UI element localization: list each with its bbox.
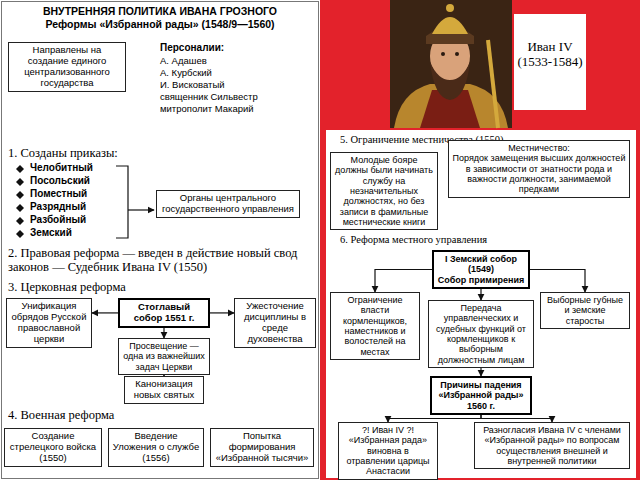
person-name: И. Висковатый: [160, 80, 310, 91]
prikaz-item: Разбойный: [30, 214, 120, 226]
box-text: Собор примирения: [437, 275, 525, 285]
process-box: Направлены на создание единого централиз…: [8, 42, 126, 92]
key-box: I Земский собор (1549)Собор примирения: [432, 250, 530, 289]
box-text: Причины падения «Избранной рады» 1560 г.: [435, 380, 527, 411]
connector-arrow: [163, 328, 164, 338]
box-text: Введение Уложения о службе (1556): [112, 431, 200, 464]
connector-arrow: [481, 415, 552, 422]
box-text: Местничество:: [452, 143, 626, 153]
box-text: Разногласия Ивана IV с членами «Избранно…: [478, 425, 626, 466]
box-text: Иван IV: [517, 40, 583, 55]
section-heading: 1. Созданы приказы:: [8, 146, 208, 160]
process-box: Ограничение власти кормленщиков, наместн…: [330, 292, 420, 360]
portrait: [390, 0, 512, 128]
bullet-diamond: [16, 204, 24, 212]
bullet-diamond: [16, 178, 24, 186]
process-box: Создание стрелецкого войска (1550): [4, 428, 102, 467]
prikaz-item: Разрядный: [30, 201, 120, 213]
process-box: Разногласия Ивана IV с членами «Избранно…: [474, 422, 630, 469]
connector-arrow: [375, 270, 432, 292]
connector-arrow: [210, 312, 234, 313]
box-text: ?! Иван IV ?! «Избранная рада» виновна в…: [342, 425, 434, 477]
bullet-diamond: [16, 230, 24, 238]
connector-arrow: [480, 368, 481, 376]
box-text: Молодые бояре должны были начинать служб…: [334, 155, 434, 227]
box-text: Ограничение власти кормленщиков, наместн…: [334, 295, 416, 357]
process-box: Выборные губные и земские старосты: [540, 292, 630, 329]
box-text: Просвещение — одна из важнейших задач Це…: [122, 341, 206, 372]
left-panel-frame: [2, 2, 319, 479]
process-box: ?! Иван IV ?! «Избранная рада» виновна в…: [338, 422, 438, 480]
key-box: Стоглавый собор 1551 г.: [118, 298, 210, 328]
red-ground: [320, 0, 640, 480]
connector-arrow: [388, 415, 481, 422]
portrait-caption: Иван IV(1533-1584): [514, 14, 586, 110]
prikaz-item: Земский: [30, 227, 120, 239]
box-text: Органы центрального государственного упр…: [160, 193, 296, 215]
personalia-heading: Персоналии:: [160, 42, 310, 54]
prikaz-item: Поместный: [30, 188, 120, 200]
prikaz-item: Посольский: [30, 175, 120, 187]
box-text: Унификация обрядов Русской православной …: [10, 301, 88, 345]
prikazy-bracket: [116, 166, 154, 238]
person-name: священник Сильвестр: [160, 92, 310, 103]
bullet-diamond: [16, 217, 24, 225]
box-text: Стоглавый собор 1551 г.: [123, 302, 205, 324]
box-text: Канонизация новых святых: [128, 379, 200, 401]
process-box: Передача управленческих и судебных функц…: [428, 300, 534, 368]
connector-arrow: [530, 270, 585, 292]
white-panel: [326, 130, 636, 478]
subtitle: Реформы «Избранной рады» (1548/9—1560): [4, 18, 316, 30]
person-name: А. Адашев: [160, 56, 310, 67]
box-text: (1533-1584): [517, 55, 583, 70]
box-text: Выборные губные и земские старосты: [544, 295, 626, 326]
connector-arrow: [480, 289, 481, 300]
connector-arrow: [92, 312, 118, 313]
section-heading: 6. Реформа местного управления: [340, 234, 540, 246]
box-text: I Земский собор (1549): [437, 254, 525, 275]
process-box: Введение Уложения о службе (1556): [108, 428, 204, 467]
process-box: Канонизация новых святых: [124, 376, 204, 404]
box-text: Создание стрелецкого войска (1550): [8, 431, 98, 464]
prikaz-item: Челобитный: [30, 162, 120, 174]
process-box: Местничество:Порядок замещения высших до…: [448, 140, 630, 198]
bullet-diamond: [16, 165, 24, 173]
box-text: Передача управленческих и судебных функц…: [432, 303, 530, 365]
section-heading: 4. Военная реформа: [8, 408, 208, 422]
section-heading: 2. Правовая реформа — введен в действие …: [8, 246, 314, 275]
diagram-title: ВНУТРЕННЯЯ ПОЛИТИКА ИВАНА ГРОЗНОГО: [4, 5, 316, 17]
person-name: А. Курбский: [160, 68, 310, 79]
section-heading: 3. Церковная реформа: [8, 280, 208, 294]
key-box: Причины падения «Избранной рады» 1560 г.: [430, 376, 532, 415]
process-box: Попытка формирования «Избранной тысячи»: [210, 428, 314, 467]
person-name: митрополит Макарий: [160, 104, 310, 115]
list-bullets: [16, 165, 24, 238]
bullet-diamond: [16, 191, 24, 199]
box-text: Попытка формирования «Избранной тысячи»: [214, 431, 310, 464]
process-box: Ужесточение дисциплины в среде духовенст…: [234, 298, 316, 348]
process-box: Молодые бояре должны были начинать служб…: [330, 152, 438, 230]
process-box: Просвещение — одна из важнейших задач Це…: [118, 338, 210, 375]
box-text: Ужесточение дисциплины в среде духовенст…: [238, 301, 312, 345]
process-box: Унификация обрядов Русской православной …: [6, 298, 92, 348]
process-box: Органы центрального государственного упр…: [156, 190, 300, 218]
box-text: Направлены на создание единого централиз…: [12, 45, 122, 89]
box-text: Порядок замещения высших должностей в за…: [452, 153, 626, 194]
